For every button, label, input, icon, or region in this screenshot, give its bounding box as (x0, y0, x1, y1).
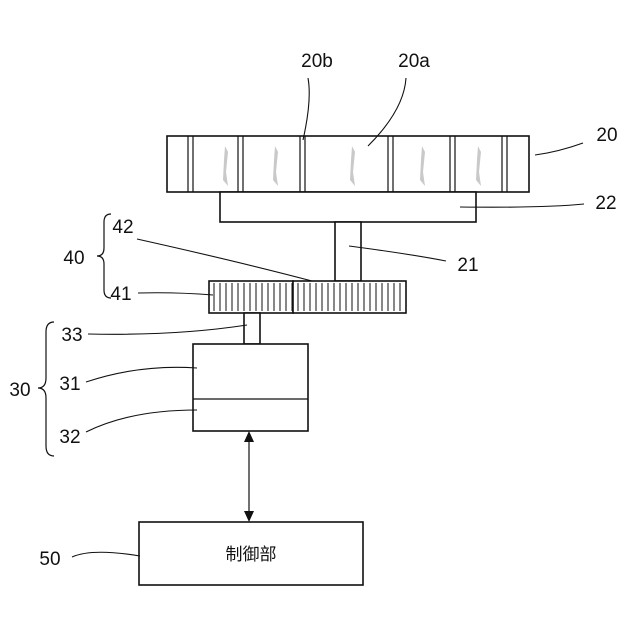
label-30: 30 (9, 380, 30, 401)
brace-gear-unit (97, 214, 111, 298)
label-31: 31 (59, 374, 80, 395)
signal-arrow (244, 431, 254, 522)
label-20a: 20a (398, 51, 430, 72)
label-42: 42 (112, 217, 133, 238)
label-41: 41 (110, 284, 131, 305)
leader-21 (349, 246, 446, 261)
signal-arrow-head-down (244, 511, 254, 522)
disc-shaft (335, 222, 361, 281)
gear-assembly (209, 281, 406, 313)
motor-shaft (244, 313, 260, 344)
leader-32 (86, 410, 197, 432)
leader-31 (86, 367, 197, 382)
signal-arrow-head-up (244, 431, 254, 442)
label-32: 32 (59, 427, 80, 448)
motor-body (193, 344, 308, 431)
leader-33 (88, 325, 247, 334)
leader-22 (460, 204, 584, 207)
label-21: 21 (457, 255, 478, 276)
label-40: 40 (63, 248, 84, 269)
controller-text: 制御部 (226, 545, 277, 565)
disc-holder (220, 192, 476, 222)
filter-disc-body (167, 136, 529, 192)
leader-20 (535, 143, 583, 155)
leader-20b (303, 78, 309, 140)
label-22: 22 (595, 193, 616, 214)
leader-42 (137, 239, 312, 281)
label-20b: 20b (301, 51, 333, 72)
filter-disc (167, 136, 529, 192)
label-50: 50 (39, 549, 60, 570)
leader-50 (72, 552, 140, 557)
label-20: 20 (596, 125, 617, 146)
brace-motor-unit (38, 322, 54, 456)
label-33: 33 (61, 325, 82, 346)
leader-41 (138, 293, 213, 295)
motor (193, 344, 308, 431)
